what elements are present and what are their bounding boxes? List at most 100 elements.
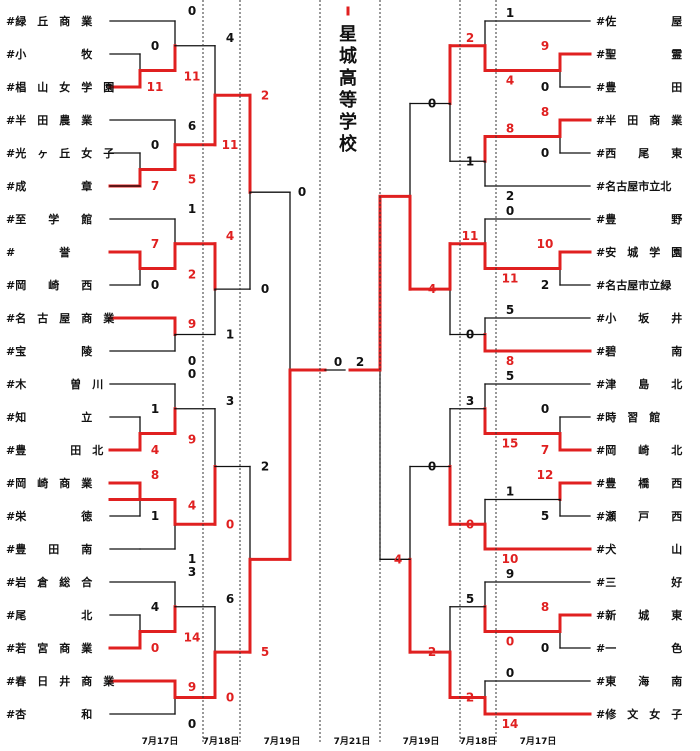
score: 15 bbox=[502, 437, 519, 451]
score: 1 bbox=[506, 485, 514, 499]
score: 8 bbox=[506, 122, 514, 136]
team-name: #瀬 戸 西 bbox=[596, 509, 682, 523]
score: 0 bbox=[188, 4, 196, 18]
score: 0 bbox=[541, 402, 549, 416]
score: 0 bbox=[151, 138, 159, 152]
champion-char: 城 bbox=[339, 45, 357, 67]
team-name: #豊 橋 西 bbox=[596, 476, 682, 490]
score: 14 bbox=[184, 631, 201, 645]
score: 0 bbox=[506, 204, 514, 218]
score: 5 bbox=[541, 509, 549, 523]
team-name: #宝 陵 bbox=[6, 344, 93, 358]
score: 9 bbox=[188, 317, 196, 331]
score: 0 bbox=[466, 328, 474, 342]
team-name: #犬 山 bbox=[596, 542, 682, 556]
team-name: #安 城 学 園 bbox=[596, 245, 682, 259]
team-name: #尾 北 bbox=[6, 608, 92, 622]
round-date: 7月18日 bbox=[203, 736, 240, 747]
team-name: #名古屋市立北 bbox=[596, 179, 671, 193]
score: 0 bbox=[541, 146, 549, 160]
score: 0 bbox=[151, 641, 159, 655]
score: 1 bbox=[506, 6, 514, 20]
score: 4 bbox=[226, 229, 234, 243]
score: 0 bbox=[188, 354, 196, 368]
score: 6 bbox=[226, 592, 234, 606]
score: 2 bbox=[428, 645, 436, 659]
score: 0 bbox=[188, 367, 196, 381]
score: 1 bbox=[151, 509, 159, 523]
score: 0 bbox=[334, 355, 342, 369]
round-date: 7月17日 bbox=[142, 736, 179, 747]
champion-name: 星城高等学校 bbox=[339, 24, 358, 155]
score: 11 bbox=[147, 80, 164, 94]
team-name: #一 色 bbox=[596, 641, 682, 655]
score: 0 bbox=[541, 80, 549, 94]
score: 0 bbox=[428, 97, 436, 111]
team-name: #名古屋市立緑 bbox=[596, 278, 672, 292]
team-name: #杏 和 bbox=[6, 707, 92, 721]
score: 0 bbox=[541, 641, 549, 655]
team-name: #津 島 北 bbox=[596, 377, 682, 391]
score: 0 bbox=[298, 185, 306, 199]
team-name: #岡 崎 西 bbox=[6, 278, 92, 292]
score: 0 bbox=[428, 460, 436, 474]
score: 4 bbox=[151, 600, 159, 614]
score: 0 bbox=[188, 717, 196, 731]
team-name: #佐 屋 bbox=[596, 14, 682, 28]
team-name: #緑 丘 商 業 bbox=[6, 14, 93, 28]
score: 0 bbox=[506, 666, 514, 680]
score: 8 bbox=[506, 354, 514, 368]
team-name: #小 坂 井 bbox=[596, 311, 682, 325]
score: 5 bbox=[261, 645, 269, 659]
team-name: #豊 田 南 bbox=[6, 542, 92, 556]
score: 4 bbox=[506, 74, 514, 88]
score: 1 bbox=[188, 202, 196, 216]
team-name: #西 尾 東 bbox=[596, 146, 683, 160]
score: 0 bbox=[226, 691, 234, 705]
score: 2 bbox=[541, 278, 549, 292]
score: 11 bbox=[184, 70, 201, 84]
score: 4 bbox=[188, 499, 196, 513]
champion-char: 高 bbox=[339, 67, 357, 89]
team-name: #碧 南 bbox=[596, 344, 682, 358]
round-date: 7月19日 bbox=[403, 736, 440, 747]
team-name: #修 文 女 子 bbox=[596, 707, 682, 721]
score: 1 bbox=[466, 154, 474, 168]
team-name: #半 田 商 業 bbox=[596, 113, 683, 127]
champion-label: 星城高等学校 bbox=[339, 24, 358, 155]
score: 3 bbox=[466, 394, 474, 408]
score: 2 bbox=[261, 460, 269, 474]
champion-char: 学 bbox=[339, 111, 357, 133]
score: 11 bbox=[502, 272, 519, 286]
score: 7 bbox=[541, 443, 549, 457]
score: 5 bbox=[188, 173, 196, 187]
score: 1 bbox=[151, 402, 159, 416]
score: 0 bbox=[226, 517, 234, 531]
team-name: #至 学 館 bbox=[6, 212, 92, 226]
team-name: #新 城 東 bbox=[596, 608, 683, 622]
champion-char: 星 bbox=[339, 24, 357, 45]
score: 9 bbox=[188, 433, 196, 447]
team-name: #東 海 南 bbox=[596, 674, 682, 688]
team-name: #豊 田 北 bbox=[6, 443, 103, 457]
score: 4 bbox=[226, 31, 234, 45]
score: 2 bbox=[356, 355, 364, 369]
score: 4 bbox=[428, 282, 436, 296]
score: 0 bbox=[506, 635, 514, 649]
score: 0 bbox=[151, 278, 159, 292]
score: 4 bbox=[394, 552, 402, 566]
score: 9 bbox=[541, 39, 549, 53]
score: 11 bbox=[462, 229, 479, 243]
team-name: #聖 霊 bbox=[596, 48, 682, 61]
round-date: 7月21日 bbox=[334, 736, 371, 747]
team-name: #半 田 農 業 bbox=[6, 113, 93, 127]
team-name: #名 古 屋 商 業 bbox=[6, 311, 115, 325]
score: 7 bbox=[151, 179, 159, 193]
round-date: 7月18日 bbox=[460, 736, 497, 747]
score: 2 bbox=[261, 88, 269, 102]
score: 11 bbox=[222, 138, 239, 152]
round-date: 7月19日 bbox=[264, 736, 301, 747]
team-name: #時 習 館 bbox=[596, 410, 660, 424]
score: 6 bbox=[188, 119, 196, 133]
